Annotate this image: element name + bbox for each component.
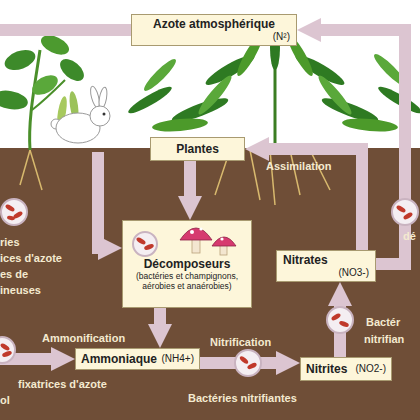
bacteria-circle (327, 307, 353, 333)
bacteria-icon (392, 199, 418, 225)
stem (30, 50, 40, 150)
bacteria-circle (133, 232, 157, 256)
node-subtitle: (NH4+) (161, 353, 194, 365)
node-subtitle: (NO2-) (355, 363, 386, 375)
node-title: Nitrites (306, 362, 347, 376)
leaf (56, 55, 88, 85)
annotation-label: Bactér (366, 316, 400, 329)
bacterium (0, 343, 10, 352)
flow-arrow (259, 149, 362, 250)
bacterium (5, 204, 16, 213)
bacterium (144, 243, 155, 251)
flow-arrows (0, 30, 131, 359)
bacteria-circle (1, 199, 27, 225)
root (270, 150, 275, 205)
leaf (0, 88, 29, 112)
flow-arrow (311, 30, 405, 264)
leaf (2, 46, 38, 74)
flow-arrow (154, 308, 166, 334)
annotation-label: fixatrices d'azote (18, 378, 107, 391)
bacterium (403, 212, 414, 221)
mushrooms (180, 227, 236, 255)
mushroom-spot (190, 230, 194, 234)
leaf (152, 117, 209, 134)
node-subtitle: (bactéries et champignons, aérobies et a… (126, 271, 248, 291)
soil (0, 148, 420, 420)
annotation-label: Ammonification (42, 332, 125, 345)
root (30, 150, 42, 190)
node-subtitle: (NO3-) (283, 267, 369, 279)
organism-box: Décomposeurs(bactéries et champignons, a… (122, 220, 252, 308)
mushroom-cap (180, 228, 212, 240)
process-label: Assimilation (266, 160, 331, 173)
rabbit (51, 85, 110, 143)
mushroom-stem (220, 244, 227, 255)
mushroom-spot (199, 227, 202, 230)
node-title: Plantes (176, 142, 219, 156)
bacteria-icon (0, 337, 15, 363)
compound-box: Nitrates(NO3-) (276, 250, 376, 282)
nitrogen-pool-box: Azote atmosphérique(N²) (131, 14, 297, 46)
bacterium (7, 215, 16, 220)
leaf (195, 73, 235, 118)
root (20, 150, 30, 185)
bacteria-circle (235, 350, 261, 376)
bacterium (239, 355, 250, 365)
flow-arrow (0, 353, 61, 365)
leaf (376, 83, 420, 117)
flow-arrow (98, 152, 108, 248)
flow-arrow (334, 296, 346, 357)
leaf (141, 56, 179, 94)
annotation-label: Nitrification (210, 336, 271, 349)
flow-arrow (200, 357, 286, 369)
node-subtitle: (N²) (138, 31, 290, 43)
root (290, 150, 300, 195)
bacteria-icon (327, 307, 353, 333)
leaf (315, 73, 355, 118)
annotation-label: nitrifian (364, 333, 404, 346)
annotation-label: ries (0, 236, 20, 249)
mushroom-stem (192, 238, 200, 253)
annotation-label: ineuses (0, 284, 41, 297)
leaf (29, 71, 61, 99)
bacteria-circle (0, 337, 15, 363)
compound-box: Nitrites (NO2-) (300, 357, 392, 381)
bacterium (246, 362, 257, 370)
bacteria-icon (235, 350, 261, 376)
rabbit-head (90, 106, 110, 126)
node-title: Ammoniaque (81, 352, 157, 366)
bacterium (2, 350, 13, 358)
node-title: Nitrates (283, 253, 369, 267)
flow-arrow (184, 161, 196, 206)
leaf (342, 117, 399, 134)
rabbit-eye (103, 113, 106, 116)
bacteria-icon (133, 232, 157, 256)
node-title: Azote atmosphérique (138, 17, 290, 31)
flow-arrow (0, 24, 131, 36)
annotation-label: ices d'azote (0, 252, 62, 265)
annotation-label: Bactéries nitrifiantes (188, 392, 297, 405)
organism-box: Plantes (150, 137, 245, 161)
bacterium (13, 211, 24, 220)
annotation-label: ol (0, 394, 10, 407)
annotation-label: dé (403, 230, 416, 243)
bacterium (339, 320, 350, 328)
mushroom-cap (212, 237, 236, 246)
bacterium (396, 205, 407, 214)
bacteria-icon (1, 199, 27, 225)
compound-box: Ammoniaque (NH4+) (75, 348, 200, 370)
annotation-label: es de (0, 268, 28, 281)
bacterium (331, 313, 342, 322)
bacteria-circle (392, 199, 418, 225)
node-title: Décomposeurs (126, 257, 248, 271)
bacterium (136, 237, 147, 246)
root (250, 150, 260, 200)
mushroom-spot (220, 237, 223, 240)
